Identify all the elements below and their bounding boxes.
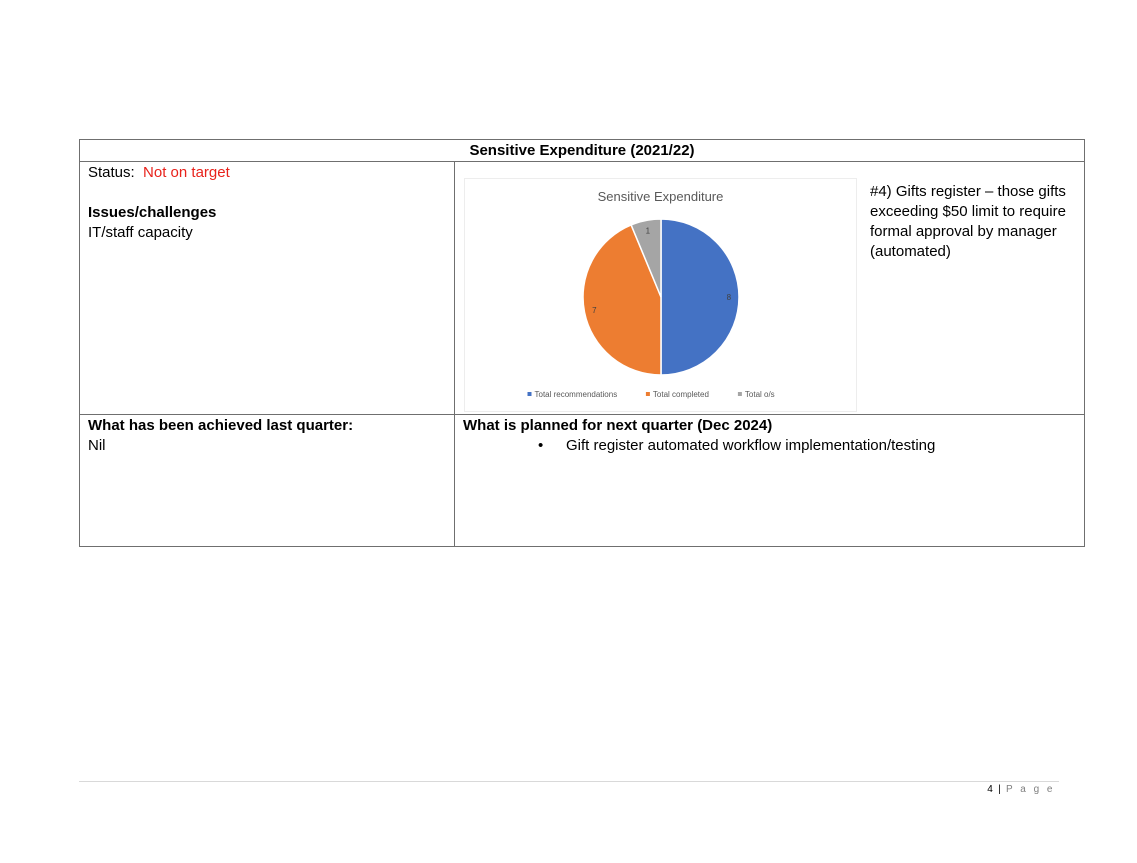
legend-entry-3: Total o/s: [745, 390, 775, 399]
legend-marker-2: [645, 392, 650, 396]
footer-divider: [79, 781, 1059, 782]
page-footer: 4 | P a g e: [987, 784, 1055, 796]
page-label: P a g e: [1005, 784, 1055, 795]
planned-cell: What is planned for next quarter (Dec 20…: [455, 415, 1084, 546]
status-value: Not on target: [143, 164, 230, 181]
list-item: • Gift register automated workflow imple…: [463, 436, 1076, 456]
planned-list: • Gift register automated workflow imple…: [463, 436, 1076, 456]
page-number: 4: [987, 784, 993, 795]
issues-text: IT/staff capacity: [88, 224, 193, 241]
planned-heading: What is planned for next quarter (Dec 20…: [463, 417, 773, 434]
bullet-icon: •: [538, 437, 544, 454]
achieved-heading: What has been achieved last quarter:: [88, 417, 354, 434]
status-label: Status:: [88, 164, 135, 181]
chart-note: #4) Gifts register – those gifts exceedi…: [870, 183, 1066, 260]
achieved-cell: What has been achieved last quarter: Nil: [80, 415, 455, 546]
legend-marker-3: [737, 392, 742, 396]
status-line: Status: Not on target: [88, 163, 446, 183]
table-header: Sensitive Expenditure (2021/22): [80, 140, 1084, 162]
sensitive-expenditure-table: Sensitive Expenditure (2021/22) Status: …: [79, 139, 1085, 547]
chart-title: Sensitive Expenditure: [598, 189, 724, 204]
footer-separator: |: [998, 784, 1001, 795]
achieved-text: Nil: [88, 437, 106, 454]
data-label-3: 1: [646, 226, 651, 235]
pie-slice-3: [630, 218, 662, 298]
pie-slice-2: [582, 223, 662, 376]
status-cell: Status: Not on target Issues/challenges …: [80, 162, 455, 415]
data-label-2: 7: [592, 306, 597, 315]
legend-entry-1: Total recommendations: [535, 390, 618, 399]
pie-slice-1: [660, 218, 740, 376]
issues-heading: Issues/challenges: [88, 204, 217, 221]
planned-item-text: Gift register automated workflow impleme…: [566, 437, 936, 454]
data-label-1: 8: [727, 293, 732, 302]
legend-entry-2: Total completed: [653, 390, 709, 399]
legend-marker-1: [527, 392, 532, 396]
